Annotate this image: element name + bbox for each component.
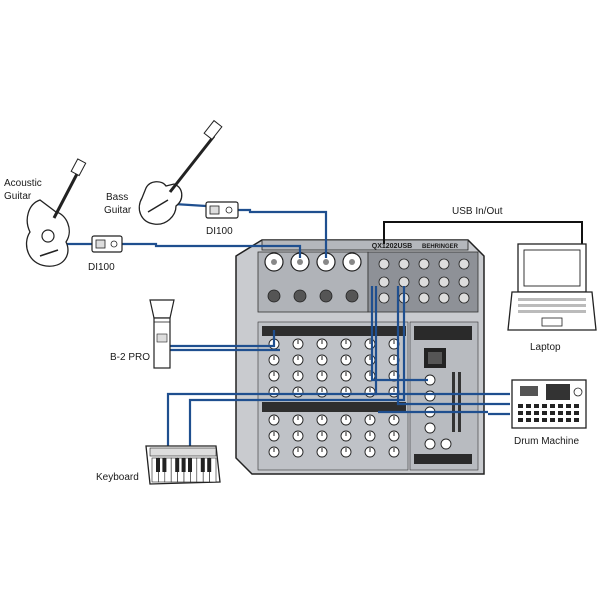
drum-pad	[574, 411, 579, 415]
drum-pad	[534, 411, 539, 415]
mixer-model: QX1202USB	[372, 243, 412, 250]
acoustic-guitar-label-line1: Acoustic	[4, 178, 42, 189]
line-input-jack	[418, 258, 430, 270]
black-key	[188, 458, 192, 472]
line-input-jack	[458, 292, 470, 304]
master-knob	[424, 438, 436, 450]
drum-pad	[518, 404, 523, 408]
drum-pad	[542, 404, 547, 408]
line-input-jack	[398, 258, 410, 270]
line-input-jack	[418, 276, 430, 288]
keyboard-icon	[145, 445, 221, 485]
master-knob	[440, 438, 452, 450]
line-input-jack	[438, 276, 450, 288]
di-box-icon	[91, 235, 123, 253]
mixer-knobs	[264, 252, 470, 458]
mic-label: B-2 PRO	[110, 352, 150, 363]
drum-pad	[542, 418, 547, 422]
gain-knob	[345, 289, 359, 303]
di-bass-label: DI100	[206, 226, 233, 237]
black-key	[175, 458, 180, 472]
black-key	[181, 458, 186, 472]
drum-pad	[518, 411, 523, 415]
acoustic-guitar-label-line2: Guitar	[4, 191, 32, 202]
drum-pad	[534, 404, 539, 408]
line-input-jack	[378, 276, 390, 288]
line-input-jack	[458, 276, 470, 288]
line-input-jack	[378, 258, 390, 270]
bass-guitar-icon	[138, 119, 223, 225]
black-key	[162, 458, 167, 472]
black-key	[156, 458, 160, 472]
gain-knob	[293, 289, 307, 303]
line-input-jack	[418, 292, 430, 304]
mixer-brand: BEHRINGER	[422, 244, 459, 250]
bass-guitar-label-line1: Bass	[106, 192, 128, 203]
laptop-icon	[507, 243, 597, 331]
drum-pad	[558, 418, 563, 422]
gain-knob	[267, 289, 281, 303]
laptop-label: Laptop	[530, 342, 561, 353]
line-input-jack	[378, 292, 390, 304]
drum-pad	[574, 404, 579, 408]
drum-pad	[526, 404, 531, 408]
drum-pad	[566, 411, 571, 415]
drum-pad	[558, 404, 563, 408]
drum-pad	[574, 418, 579, 422]
drum-pad	[526, 411, 531, 415]
line-input-jack	[438, 258, 450, 270]
microphone-icon	[149, 299, 175, 369]
drum-pad	[518, 418, 523, 422]
drum-pad	[566, 418, 571, 422]
di-box-icon	[205, 201, 239, 219]
drum-machine-label: Drum Machine	[514, 436, 579, 447]
di-acoustic-label: DI100	[88, 262, 115, 273]
drum-pad	[534, 418, 539, 422]
drum-pad	[542, 411, 547, 415]
acoustic-guitar-icon	[25, 158, 87, 267]
black-key	[200, 458, 205, 472]
line-input-jack	[458, 258, 470, 270]
usb-label: USB In/Out	[452, 206, 503, 217]
drum-pad	[526, 418, 531, 422]
black-key	[207, 458, 212, 472]
drum-pad	[550, 411, 555, 415]
bass-guitar-label-line2: Guitar	[104, 205, 132, 216]
drum-pad	[558, 411, 563, 415]
drum-machine-icon	[511, 379, 587, 429]
gain-knob	[319, 289, 333, 303]
keyboard-label: Keyboard	[96, 472, 139, 483]
line-input-jack	[438, 292, 450, 304]
line-input-jack	[398, 276, 410, 288]
drum-pad	[550, 404, 555, 408]
drum-pad	[550, 418, 555, 422]
master-knob	[424, 422, 436, 434]
master-knob	[424, 390, 436, 402]
drum-pad	[566, 404, 571, 408]
usb-cable	[383, 221, 583, 244]
